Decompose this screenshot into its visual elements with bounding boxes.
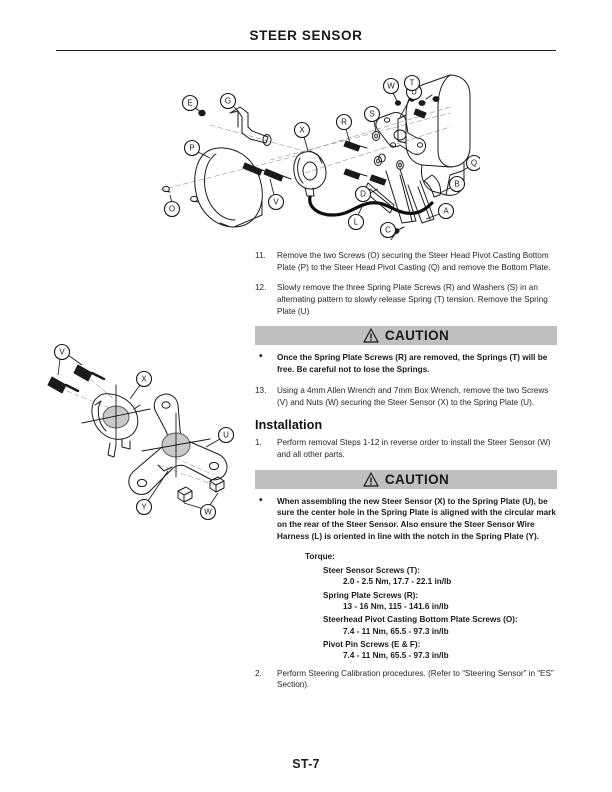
svg-text:E: E: [187, 99, 192, 108]
callout-C: C: [379, 221, 397, 239]
torque-title: Torque:: [305, 552, 335, 562]
installation-step-2-text: Perform Steering Calibration procedures.…: [277, 668, 554, 690]
figure-callouts: V X U Y W: [53, 343, 235, 520]
svg-text:X: X: [299, 126, 305, 135]
torque-value: 7.4 - 11 Nm, 65.5 - 97.3 in/lb: [343, 651, 449, 661]
torque-label: Steerhead Pivot Casting Bottom Plate Scr…: [323, 615, 518, 625]
callout-V: V: [53, 343, 71, 361]
svg-text:V: V: [59, 348, 65, 357]
callout-V: V: [267, 193, 285, 211]
torque-item: Steerhead Pivot Casting Bottom Plate Scr…: [255, 614, 557, 637]
step-13: 13. Using a 4mm Allen Wrench and 7mm Box…: [255, 385, 557, 408]
caution-banner-1: CAUTION: [255, 326, 557, 346]
callout-Y: Y: [135, 498, 153, 516]
caution-banner-2: CAUTION: [255, 469, 557, 489]
callout-R: R: [335, 113, 353, 131]
warning-triangle-icon: [363, 471, 379, 487]
steer-head-exploded-assembly-figure: E G P O V: [150, 55, 480, 240]
svg-text:U: U: [411, 88, 417, 97]
figure-callouts: E G P O V: [163, 74, 480, 239]
installation-step-2: 2. Perform Steering Calibration procedur…: [255, 668, 557, 691]
callout-W: W: [382, 77, 400, 95]
step-12-text: Slowly remove the three Spring Plate Scr…: [277, 283, 548, 316]
callout-E: E: [181, 94, 199, 112]
step-11-number: 11.: [255, 251, 266, 260]
callout-D: D: [354, 185, 372, 203]
torque-value: 13 - 16 Nm, 115 - 141.6 in/lb: [343, 602, 449, 612]
torque-specifications: Torque: Steer Sensor Screws (T): 2.0 - 2…: [255, 552, 557, 662]
torque-item: Pivot Pin Screws (E & F): 7.4 - 11 Nm, 6…: [255, 639, 557, 662]
callout-X: X: [293, 121, 311, 139]
callout-O: O: [163, 200, 181, 218]
callout-X: X: [135, 370, 153, 388]
callout-U: U: [217, 426, 235, 444]
steer-sensor-spring-plate-detail-figure: V X U Y W: [38, 335, 238, 520]
callout-W: W: [199, 503, 217, 520]
step-12: 12. Slowly remove the three Spring Plate…: [255, 282, 557, 317]
svg-text:L: L: [354, 218, 359, 227]
instruction-text-column: 11. Remove the two Screws (O) securing t…: [255, 250, 557, 700]
callout-B: B: [448, 175, 466, 193]
torque-label: Steer Sensor Screws (T):: [323, 566, 420, 576]
svg-text:T: T: [410, 79, 415, 88]
installation-step-1: 1. Perform removal Steps 1-12 in reverse…: [255, 437, 557, 460]
bullet-marker: •: [259, 351, 263, 363]
step-11: 11. Remove the two Screws (O) securing t…: [255, 250, 557, 273]
caution-label-2: CAUTION: [384, 471, 450, 487]
header-divider: [56, 50, 556, 51]
torque-item: Steer Sensor Screws (T): 2.0 - 2.5 Nm, 1…: [255, 565, 557, 588]
svg-text:X: X: [141, 375, 147, 384]
svg-text:Y: Y: [141, 503, 147, 512]
svg-text:V: V: [273, 198, 279, 207]
page-number: ST-7: [292, 757, 320, 771]
caution-note-2-text: When assembling the new Steer Sensor (X)…: [277, 496, 556, 542]
caution-label-1: CAUTION: [384, 328, 450, 344]
svg-text:U: U: [223, 431, 229, 440]
step-13-number: 13.: [255, 385, 267, 395]
torque-value: 7.4 - 11 Nm, 65.5 - 97.3 in/lb: [343, 626, 449, 636]
callout-T: T: [403, 74, 421, 92]
svg-text:P: P: [189, 144, 194, 153]
callout-Q: Q: [465, 154, 480, 172]
step-11-text: Remove the two Screws (O) securing the S…: [277, 251, 551, 272]
svg-text:O: O: [169, 205, 175, 214]
svg-text:C: C: [385, 226, 391, 235]
svg-text:W: W: [387, 82, 395, 91]
torque-item: Spring Plate Screws (R): 13 - 16 Nm, 115…: [255, 590, 557, 613]
caution-note-1: • Once the Spring Plate Screws (R) are r…: [255, 351, 557, 376]
svg-text:A: A: [443, 207, 449, 216]
callout-L: L: [347, 213, 365, 231]
callout-G: G: [219, 92, 237, 110]
bullet-marker: •: [259, 494, 263, 506]
svg-text:D: D: [360, 190, 366, 199]
svg-text:R: R: [341, 118, 347, 127]
svg-text:W: W: [204, 508, 212, 517]
installation-step-1-text: Perform removal Steps 1-12 in reverse or…: [277, 438, 551, 459]
page-title: STEER SENSOR: [249, 28, 363, 43]
callout-S: S: [363, 105, 381, 123]
caution-note-2: • When assembling the new Steer Sensor (…: [255, 494, 557, 544]
installation-step-1-number: 1.: [255, 438, 262, 448]
torque-value: 2.0 - 2.5 Nm, 17.7 - 22.1 in/lb: [343, 577, 452, 587]
callout-A: A: [437, 202, 455, 220]
torque-label: Pivot Pin Screws (E & F):: [323, 639, 421, 649]
torque-label: Spring Plate Screws (R):: [323, 590, 419, 600]
step-12-number: 12.: [255, 283, 267, 293]
caution-note-1-text: Once the Spring Plate Screws (R) are rem…: [277, 353, 548, 375]
svg-text:S: S: [369, 110, 374, 119]
step-13-text: Using a 4mm Allen Wrench and 7mm Box Wre…: [277, 385, 549, 407]
installation-heading: Installation: [255, 418, 323, 433]
svg-text:Q: Q: [471, 159, 477, 168]
installation-step-2-number: 2.: [255, 668, 262, 678]
svg-text:B: B: [454, 180, 459, 189]
svg-text:G: G: [225, 97, 231, 106]
warning-triangle-icon: [363, 328, 379, 343]
callout-P: P: [183, 139, 201, 157]
